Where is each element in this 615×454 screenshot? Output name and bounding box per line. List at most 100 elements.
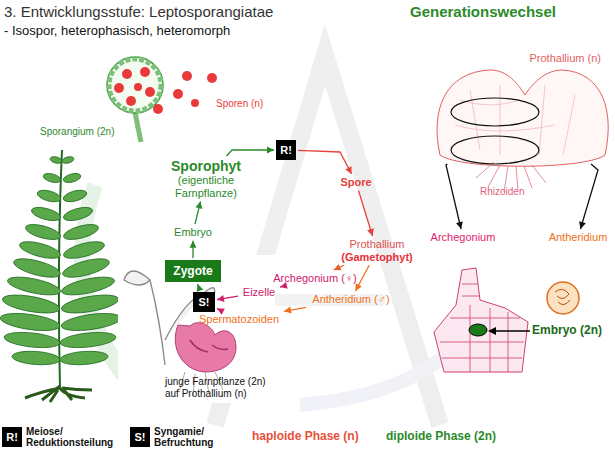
fern-frond [36,188,62,204]
fern-frond [3,330,60,350]
prothallium-drawing [437,70,608,166]
fern-frond [0,156,122,367]
sporangium-drawing [145,87,155,97]
fern-frond [59,150,62,388]
sporangium-drawing [134,83,142,91]
stage-node: Embryo [172,226,214,239]
young-fern-photo [190,340,228,352]
node-text: S! [130,427,150,447]
node-text: Spermatozoiden [196,313,282,326]
connector-line [580,164,598,229]
diagram-title: 3. Entwicklungsstufe: Leptosporangiatae [4,3,273,20]
organ-node: Archegonium [428,231,498,244]
arrow-head [195,201,202,209]
stage-node: Spore [338,176,374,189]
fern-frond [60,350,109,366]
cycle-arrow [195,201,202,224]
arrow-head [217,295,225,302]
fern-frond [60,292,120,317]
sporangium-drawing [207,73,217,83]
arrow-head [367,228,374,236]
leader-arrow [494,330,530,332]
node-text: Sporophyt [148,158,264,174]
arrow-head [579,221,586,229]
meiosis-badge: R! [276,140,296,160]
sporangium-drawing [122,69,132,79]
archegonium-drawing [440,284,524,372]
connector-line [227,150,274,156]
fern-frond [49,156,62,165]
fern-frond [61,156,74,165]
legend-key: S!Syngamie/ Befruchtung [130,425,248,449]
fern-frond [60,310,122,333]
cycle-arrow [284,307,306,314]
sporangium-drawing [153,104,163,114]
cycle-arrow [359,191,374,236]
leader-arrow [488,327,496,335]
prothallium-figure: Prothallium (n) [445,52,605,162]
antheridium-drawing [547,282,579,314]
fern-frond [62,238,106,261]
fern-frond [0,150,122,402]
connector-line [355,265,369,291]
cycle-arrow [190,241,197,258]
part-label: Embryo (2n) [532,324,602,338]
connector-line [446,164,461,229]
node-text: Antheridium (♂) [308,293,394,306]
archegonium-drawing [434,268,528,372]
archegonium-drawing [469,324,487,336]
sporangium-drawing [182,71,192,81]
connector-line [192,241,193,258]
node-text: Zygote [165,260,221,282]
part-label: Rhizoiden [480,186,524,198]
node-text: Prothallium (n) [445,52,605,65]
organ-node: Antheridium [546,231,610,244]
fern-frond [18,238,62,261]
connector-line [280,286,282,288]
section-heading: Generationswechsel [410,3,556,20]
fern-frond [62,172,81,184]
leader-arrow [488,327,530,335]
node-text: Archegonium (♀) [272,272,358,285]
legend-entry: haploide Phase (n) [252,430,359,444]
antheridium-drawing [547,282,579,314]
node-subtext: (eigentliche Farnpflanze) [148,174,264,199]
sporangium-drawing [191,99,199,107]
arrow-head [345,166,351,174]
fern-frond [12,350,61,366]
node-text: Spore [338,176,374,189]
connector-line [217,296,238,300]
arrow-head [355,283,361,291]
fern-frond [62,222,100,243]
node-text: R! [276,140,296,160]
organ-node: Archegonium (♀) [272,272,358,285]
prothallium-drawing [451,98,539,126]
arrow-head [334,264,342,270]
connector-line [334,265,345,270]
cycle-arrow [298,150,352,174]
sporangium-drawing [114,67,217,114]
phase-node: Sporophyt(eigentliche Farnpflanze) [148,158,264,199]
cycle-arrow [227,147,274,157]
fern-frond [24,222,62,243]
arrow-head [190,241,197,248]
connector-line [359,191,373,236]
fern-frond [62,188,88,204]
phase-node: Prothallium(Gametophyt) [334,238,420,263]
legend-entry: diploide Phase (2n) [386,430,496,444]
connector-line [298,150,352,174]
fern-frond [59,330,116,350]
prothallium-drawing [437,70,608,192]
node-text: R! [2,427,22,447]
fertilization-badge: S! [193,292,215,312]
fern-frond [25,386,92,402]
photo-caption: junge Farnpflanze (2n) auf Prothallium (… [165,376,273,399]
cell-node: Eizelle [240,286,278,299]
node-subtext: (Gametophyt) [334,251,420,264]
prothallium-drawing [455,85,575,155]
connector-line [195,201,200,224]
cycle-arrow [355,265,369,291]
arrow-head [267,147,274,154]
archegonium-drawing [434,268,528,372]
